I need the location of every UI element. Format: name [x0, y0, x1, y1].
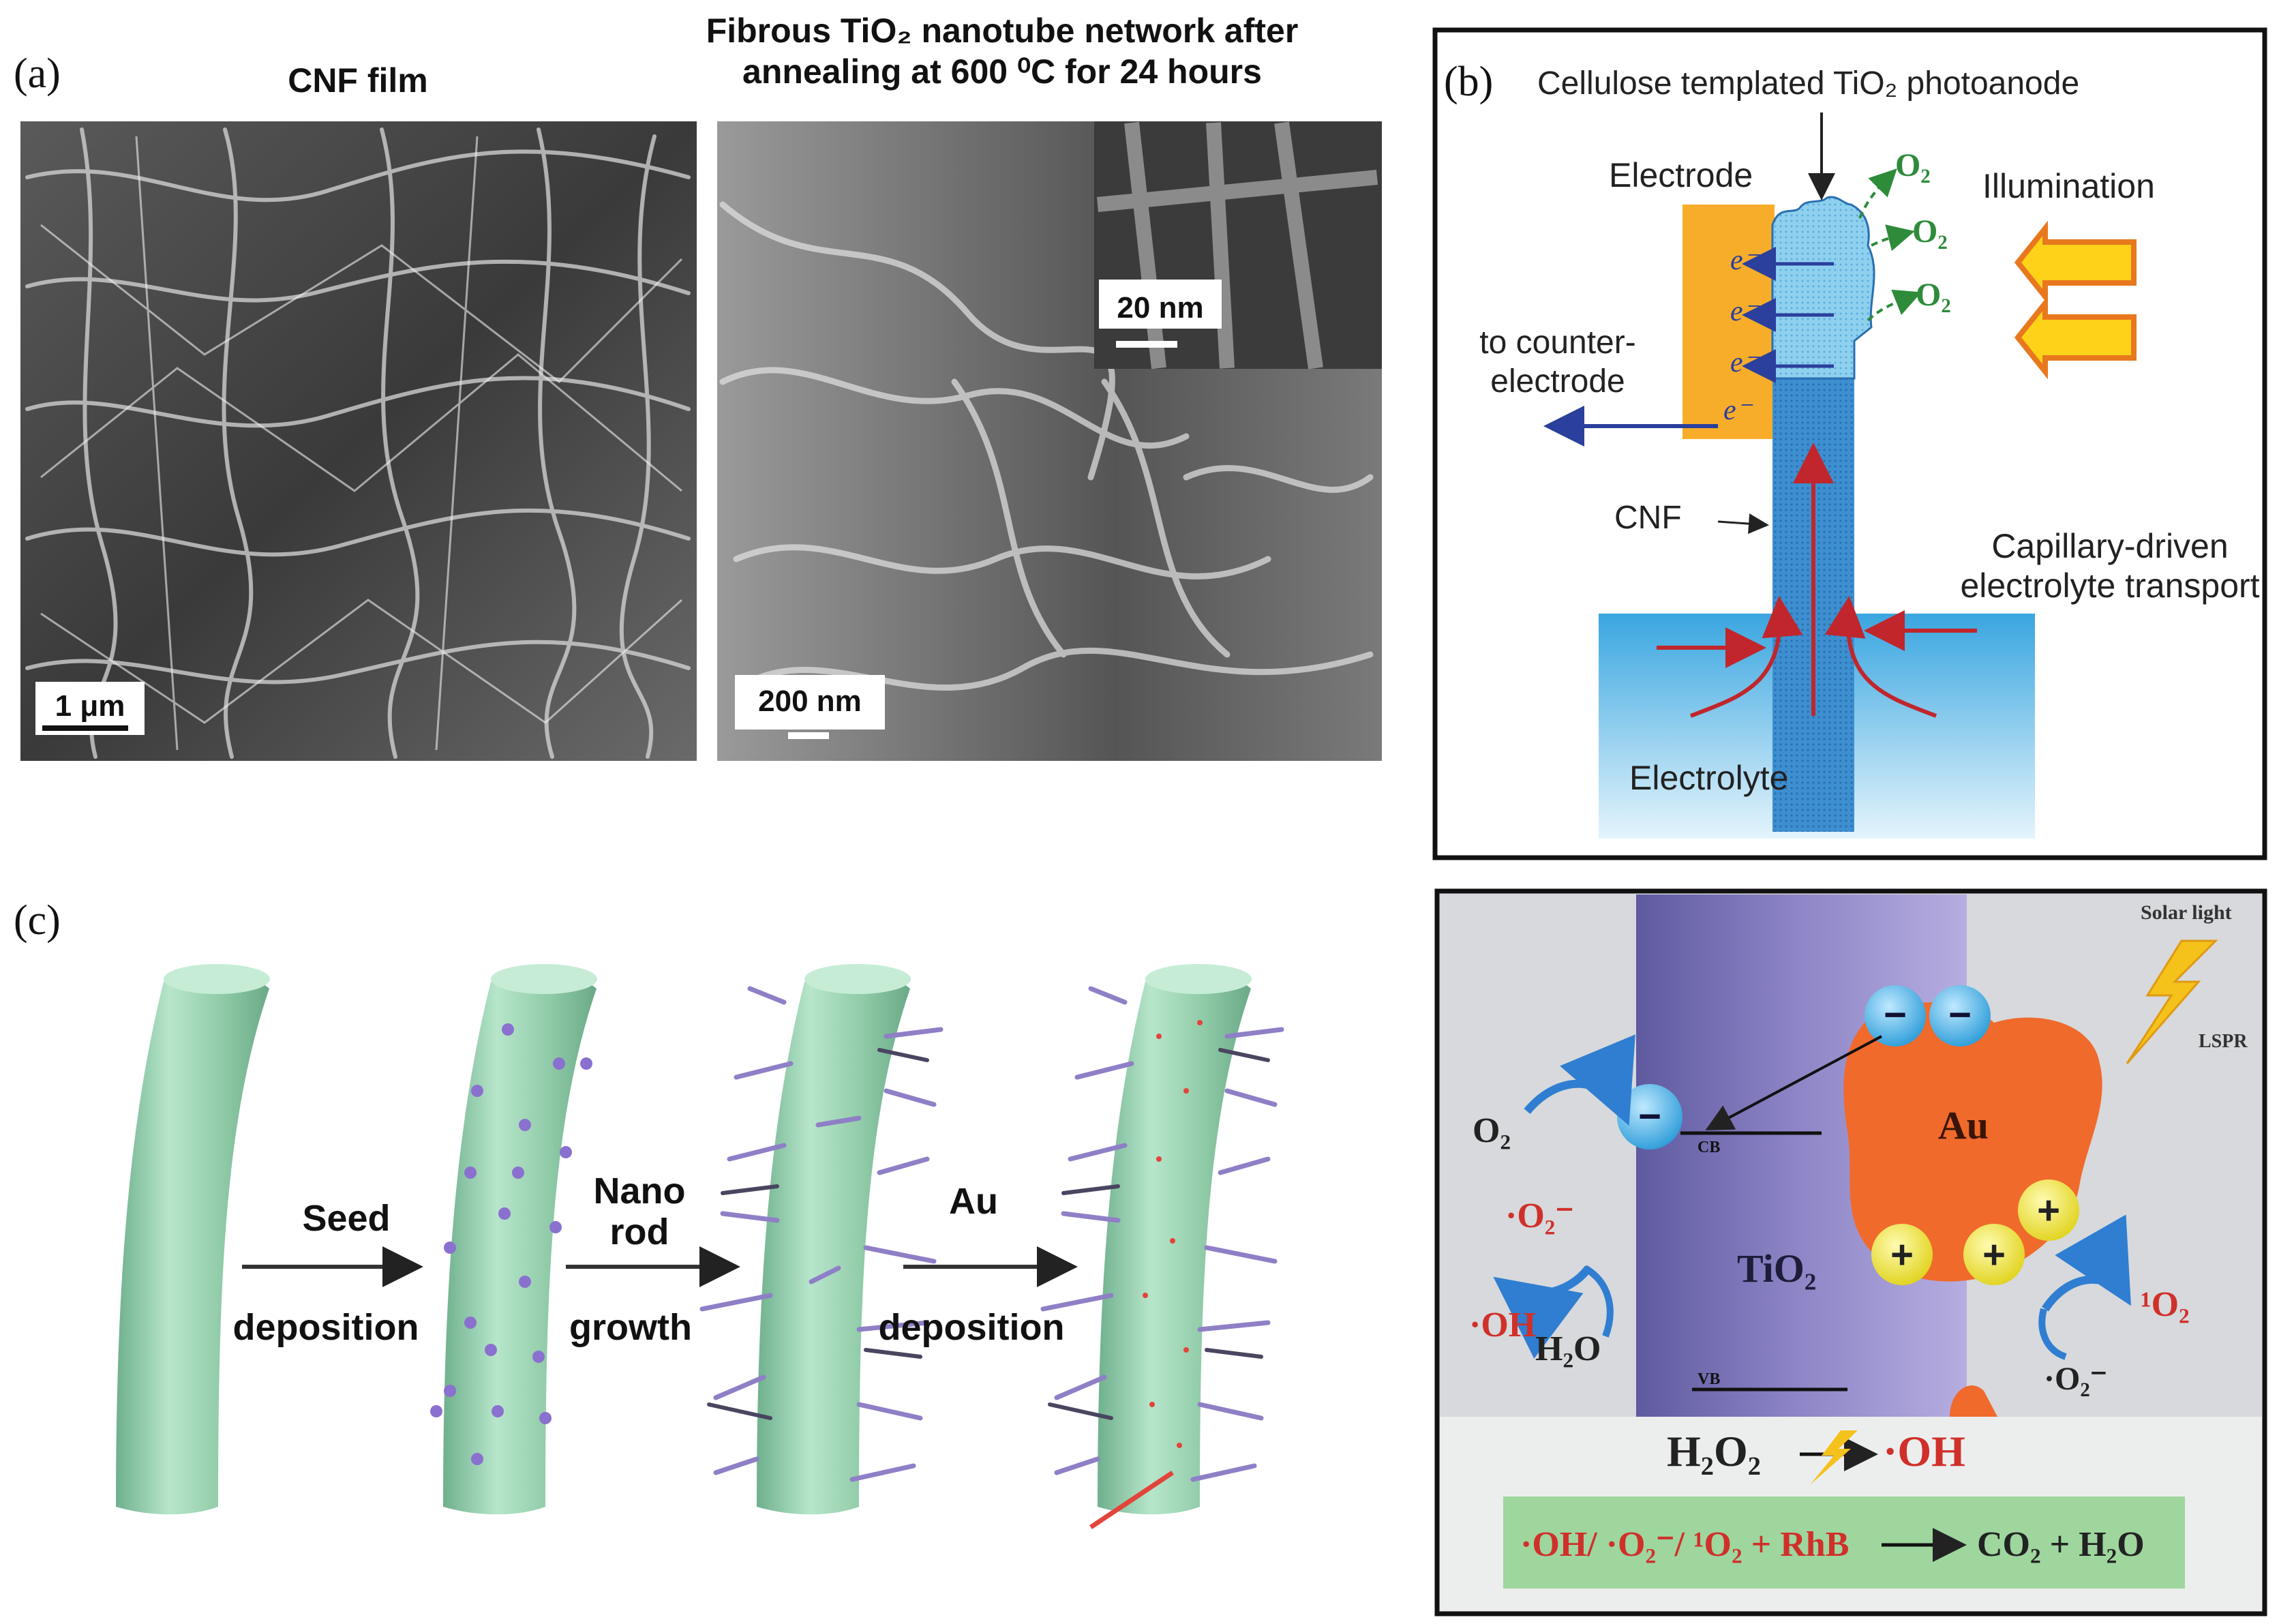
- electrolyte-label: Electrolyte: [1629, 759, 1788, 797]
- lspr-lightning-icon: [2126, 939, 2218, 1064]
- nanorod-fiber: [699, 964, 944, 1515]
- cb-label: CB: [1697, 1139, 1720, 1156]
- degradation-products: CO₂ + H₂O: [1977, 1525, 2145, 1564]
- degradation-equation-box: [1503, 1497, 2185, 1589]
- hole-1-sign: +: [1890, 1233, 1914, 1277]
- cb-electron-sign: −: [1638, 1094, 1661, 1139]
- panel-b-label: (b): [1444, 59, 1493, 105]
- step-au-sublabel: deposition: [879, 1307, 1065, 1348]
- singlet-oxygen-label: ¹O₂: [2141, 1285, 2190, 1324]
- capillary-label-1: Capillary-driven: [1991, 527, 2228, 565]
- photoanode-title: Cellulose templated TiO₂ photoanode: [1537, 65, 2079, 102]
- panel-d: CB VB TiO₂ Au Solar light LSPR − − − +: [1434, 888, 2267, 1617]
- capillary-arrows: [1657, 442, 1977, 718]
- step-au-label: Au: [949, 1181, 998, 1222]
- tio2-label: TiO₂: [1737, 1246, 1816, 1291]
- panel-c-label: (c): [14, 897, 61, 944]
- tio2-photoanode[interactable]: [1771, 196, 1875, 380]
- water-left-label: H₂O: [1535, 1329, 1601, 1368]
- panel-a-label: (a): [14, 50, 61, 97]
- o2-left-label: O₂: [1473, 1111, 1511, 1150]
- hole-2-sign: +: [1982, 1233, 2006, 1277]
- oxygen-evolution: O₂ O₂ O₂: [1858, 147, 1951, 322]
- h2o2-label: H₂O₂: [1667, 1427, 1761, 1475]
- scale-bar-200nm: 200 nm: [758, 685, 862, 718]
- tio2-network-title-line1: Fibrous TiO₂ nanotube network after: [706, 12, 1299, 50]
- reaction-lightning-icon: [1810, 1430, 1858, 1485]
- tio2-network-title-line2: annealing at 600 ⁰C for 24 hours: [742, 52, 1262, 91]
- electron-balls-au: − −: [1865, 985, 1991, 1047]
- counter-electrode-label-1: to counter-: [1479, 325, 1635, 361]
- illumination-arrows: [2014, 220, 2137, 380]
- scale-bar-1um: 1 μm: [55, 689, 125, 723]
- electron-arrows: e⁻ e⁻ e⁻ e⁻: [1543, 245, 1834, 447]
- au-electron-1-sign: −: [1884, 993, 1907, 1037]
- sem-image-cnf-film: 1 μm: [20, 121, 697, 761]
- au-electron-2-sign: −: [1948, 993, 1972, 1037]
- scale-bar-20nm: 20 nm: [1117, 291, 1203, 325]
- panel-c: (c): [14, 897, 1284, 1529]
- seeded-fiber: [430, 964, 597, 1515]
- o2-label-1: O₂: [1895, 147, 1931, 183]
- au-label: Au: [1938, 1103, 1989, 1147]
- bare-fiber: [116, 964, 270, 1515]
- solar-light-label: Solar light: [2141, 901, 2232, 924]
- sem-image-tio2-network: 20 nm 200 nm: [717, 121, 1382, 761]
- vb-label: VB: [1697, 1370, 1720, 1388]
- electron-symbol-1: e⁻: [1730, 245, 1760, 276]
- illumination-label: Illumination: [1982, 167, 2155, 205]
- panel-b: (b) Cellulose templated TiO₂ photoanode …: [1432, 27, 2267, 860]
- degradation-reactants: ·OH/ ·O₂⁻/ ¹O₂ + RhB: [1520, 1525, 1849, 1564]
- electrode-label: Electrode: [1609, 156, 1753, 194]
- hydroxyl-product-label: ·OH: [1883, 1427, 1965, 1475]
- panel-a: (a) CNF film Fibrous TiO₂ nanotube netwo…: [14, 12, 1382, 761]
- superoxide-left-label: ·O₂⁻: [1505, 1197, 1574, 1235]
- o2-label-2: O₂: [1912, 213, 1948, 250]
- step-nanorod-label-1: Nano: [594, 1171, 686, 1212]
- step-nanorod-sublabel: growth: [569, 1307, 692, 1348]
- hydroxyl-left-label: ·OH: [1469, 1306, 1536, 1344]
- electron-symbol-2: e⁻: [1730, 296, 1760, 327]
- lspr-label: LSPR: [2199, 1031, 2248, 1052]
- au-decorated-fiber: [1040, 964, 1284, 1529]
- step-seed-sublabel: deposition: [233, 1307, 419, 1348]
- superoxide-right-label: ·O₂⁻: [2044, 1361, 2107, 1397]
- cnf-label: CNF: [1614, 500, 1682, 536]
- step-seed-label: Seed: [302, 1198, 390, 1239]
- o2-label-3: O₂: [1916, 277, 1951, 313]
- step-nanorod-label-2: rod: [610, 1212, 669, 1252]
- electron-symbol-3: e⁻: [1730, 347, 1760, 378]
- electron-symbol-4: e⁻: [1723, 395, 1753, 426]
- counter-electrode-label-2: electrode: [1490, 363, 1625, 400]
- hole-3-sign: +: [2037, 1188, 2060, 1233]
- cnf-film-title: CNF film: [288, 61, 428, 100]
- capillary-label-2: electrolyte transport: [1960, 567, 2259, 605]
